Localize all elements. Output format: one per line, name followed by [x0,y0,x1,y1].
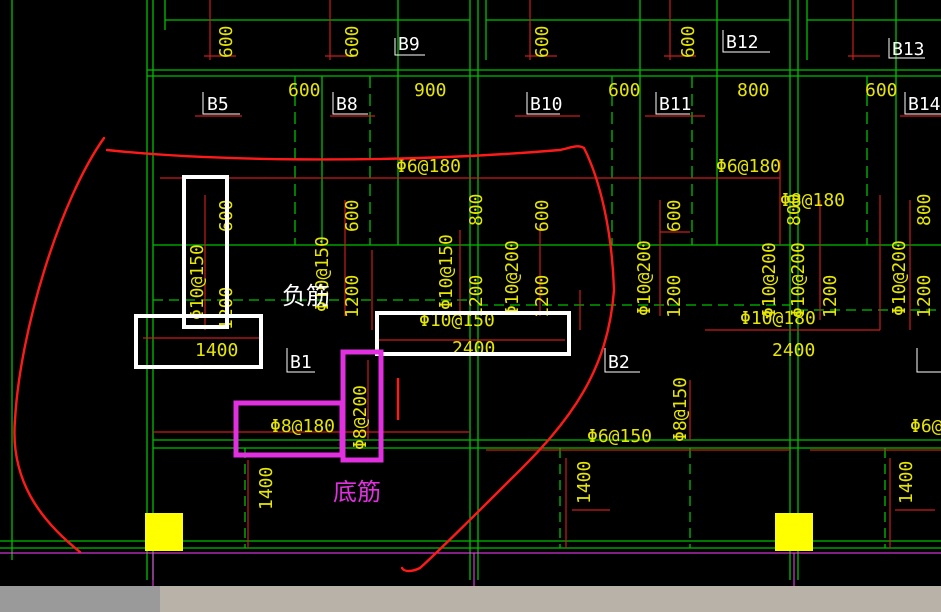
slab-label-b10[interactable]: B10 [530,94,563,115]
dim-600: 600 [664,199,685,232]
highlight-box [182,175,229,329]
slab-label-b11[interactable]: B11 [659,94,692,115]
highlight-box [233,400,345,458]
status-bar [0,586,941,612]
axis-lines [0,552,941,586]
rebar-label: Φ10@180 [740,308,816,329]
annotation-freehand-outline [13,136,616,573]
dim-800: 800 [466,193,487,226]
slab-label-b9[interactable]: B9 [398,34,420,55]
dim-800: 800 [914,193,935,226]
highlight-bottom-rebar [233,349,384,463]
slab-leaders [202,30,941,373]
slab-label-b12[interactable]: B12 [726,32,759,53]
rebar-label: Φ10@150 [312,236,333,312]
rebar-label: Φ8@200 [350,385,371,450]
annotation-label-negative-rebar: 负筋 [282,282,330,310]
rebar-label: Φ10@150 [187,244,208,320]
highlight-negative-rebar [134,175,571,369]
dimension-text-vertical: 600 600 600 600 600 600 800 600 600 800 … [187,25,935,510]
rebar-label: Φ8@180 [780,190,845,211]
dim-800: 800 [784,193,805,226]
dim-600: 600 [342,25,363,58]
column-marker [775,513,813,551]
rebar-label: Φ10@150 [419,310,495,331]
dim-1200: 1200 [820,275,841,318]
dim-1400: 1400 [256,467,277,510]
slab-labels: B5 B8 B9 B10 B11 B12 B13 B14 B1 B2 [207,32,941,373]
dim-1400: 1400 [896,461,917,504]
dim-600: 600 [865,80,898,101]
rebar-label: Φ10@200 [788,242,809,318]
dim-1200: 1200 [532,275,553,318]
rebar-label: Φ10@200 [502,240,523,316]
dim-800: 800 [737,80,770,101]
slab-label-b5[interactable]: B5 [207,94,229,115]
dim-600: 600 [532,25,553,58]
slab-label-b2[interactable]: B2 [608,352,630,373]
slab-label-b1[interactable]: B1 [290,352,312,373]
dim-2400: 2400 [772,340,815,361]
rebar-label: Φ8@180 [270,416,335,437]
dim-600: 600 [342,199,363,232]
dim-600: 600 [288,80,321,101]
highlight-box [134,314,263,369]
dim-1200: 1200 [466,275,487,318]
dim-1200: 1200 [664,275,685,318]
dim-1400: 1400 [574,461,595,504]
rebar-label: Φ6@180 [716,156,781,177]
rebar-label: Φ10@150 [436,234,457,310]
dim-600: 600 [532,199,553,232]
rebar-label: Φ6@150 [587,426,652,447]
highlight-box [375,311,571,356]
rebar-label: Φ10@200 [634,240,655,316]
rebar-label: Φ10@200 [889,240,910,316]
rebar-lines [143,0,941,548]
slab-label-b8[interactable]: B8 [336,94,358,115]
column-marker [145,513,183,551]
rebar-label: Φ8@150 [670,377,691,442]
dim-1200: 1200 [342,275,363,318]
dim-600: 600 [678,25,699,58]
dimension-text-horizontal: 600 900 600 800 600 Φ6@180 Φ6@180 Φ8@180… [195,80,941,447]
dim-1400: 1400 [195,340,238,361]
dim-600: 600 [216,25,237,58]
status-bar-panel [160,586,941,612]
slab-label-b13[interactable]: B13 [892,39,925,60]
annotation-label-bottom-rebar: 底筋 [333,478,381,506]
rebar-label: Φ10@200 [759,242,780,318]
rebar-label: Φ6@180 [396,156,461,177]
slab-label-b14[interactable]: B14 [908,94,941,115]
dim-600: 600 [608,80,641,101]
rebar-label: Φ6@ [910,416,941,437]
dim-1200: 1200 [914,275,935,318]
dim-900: 900 [414,80,447,101]
